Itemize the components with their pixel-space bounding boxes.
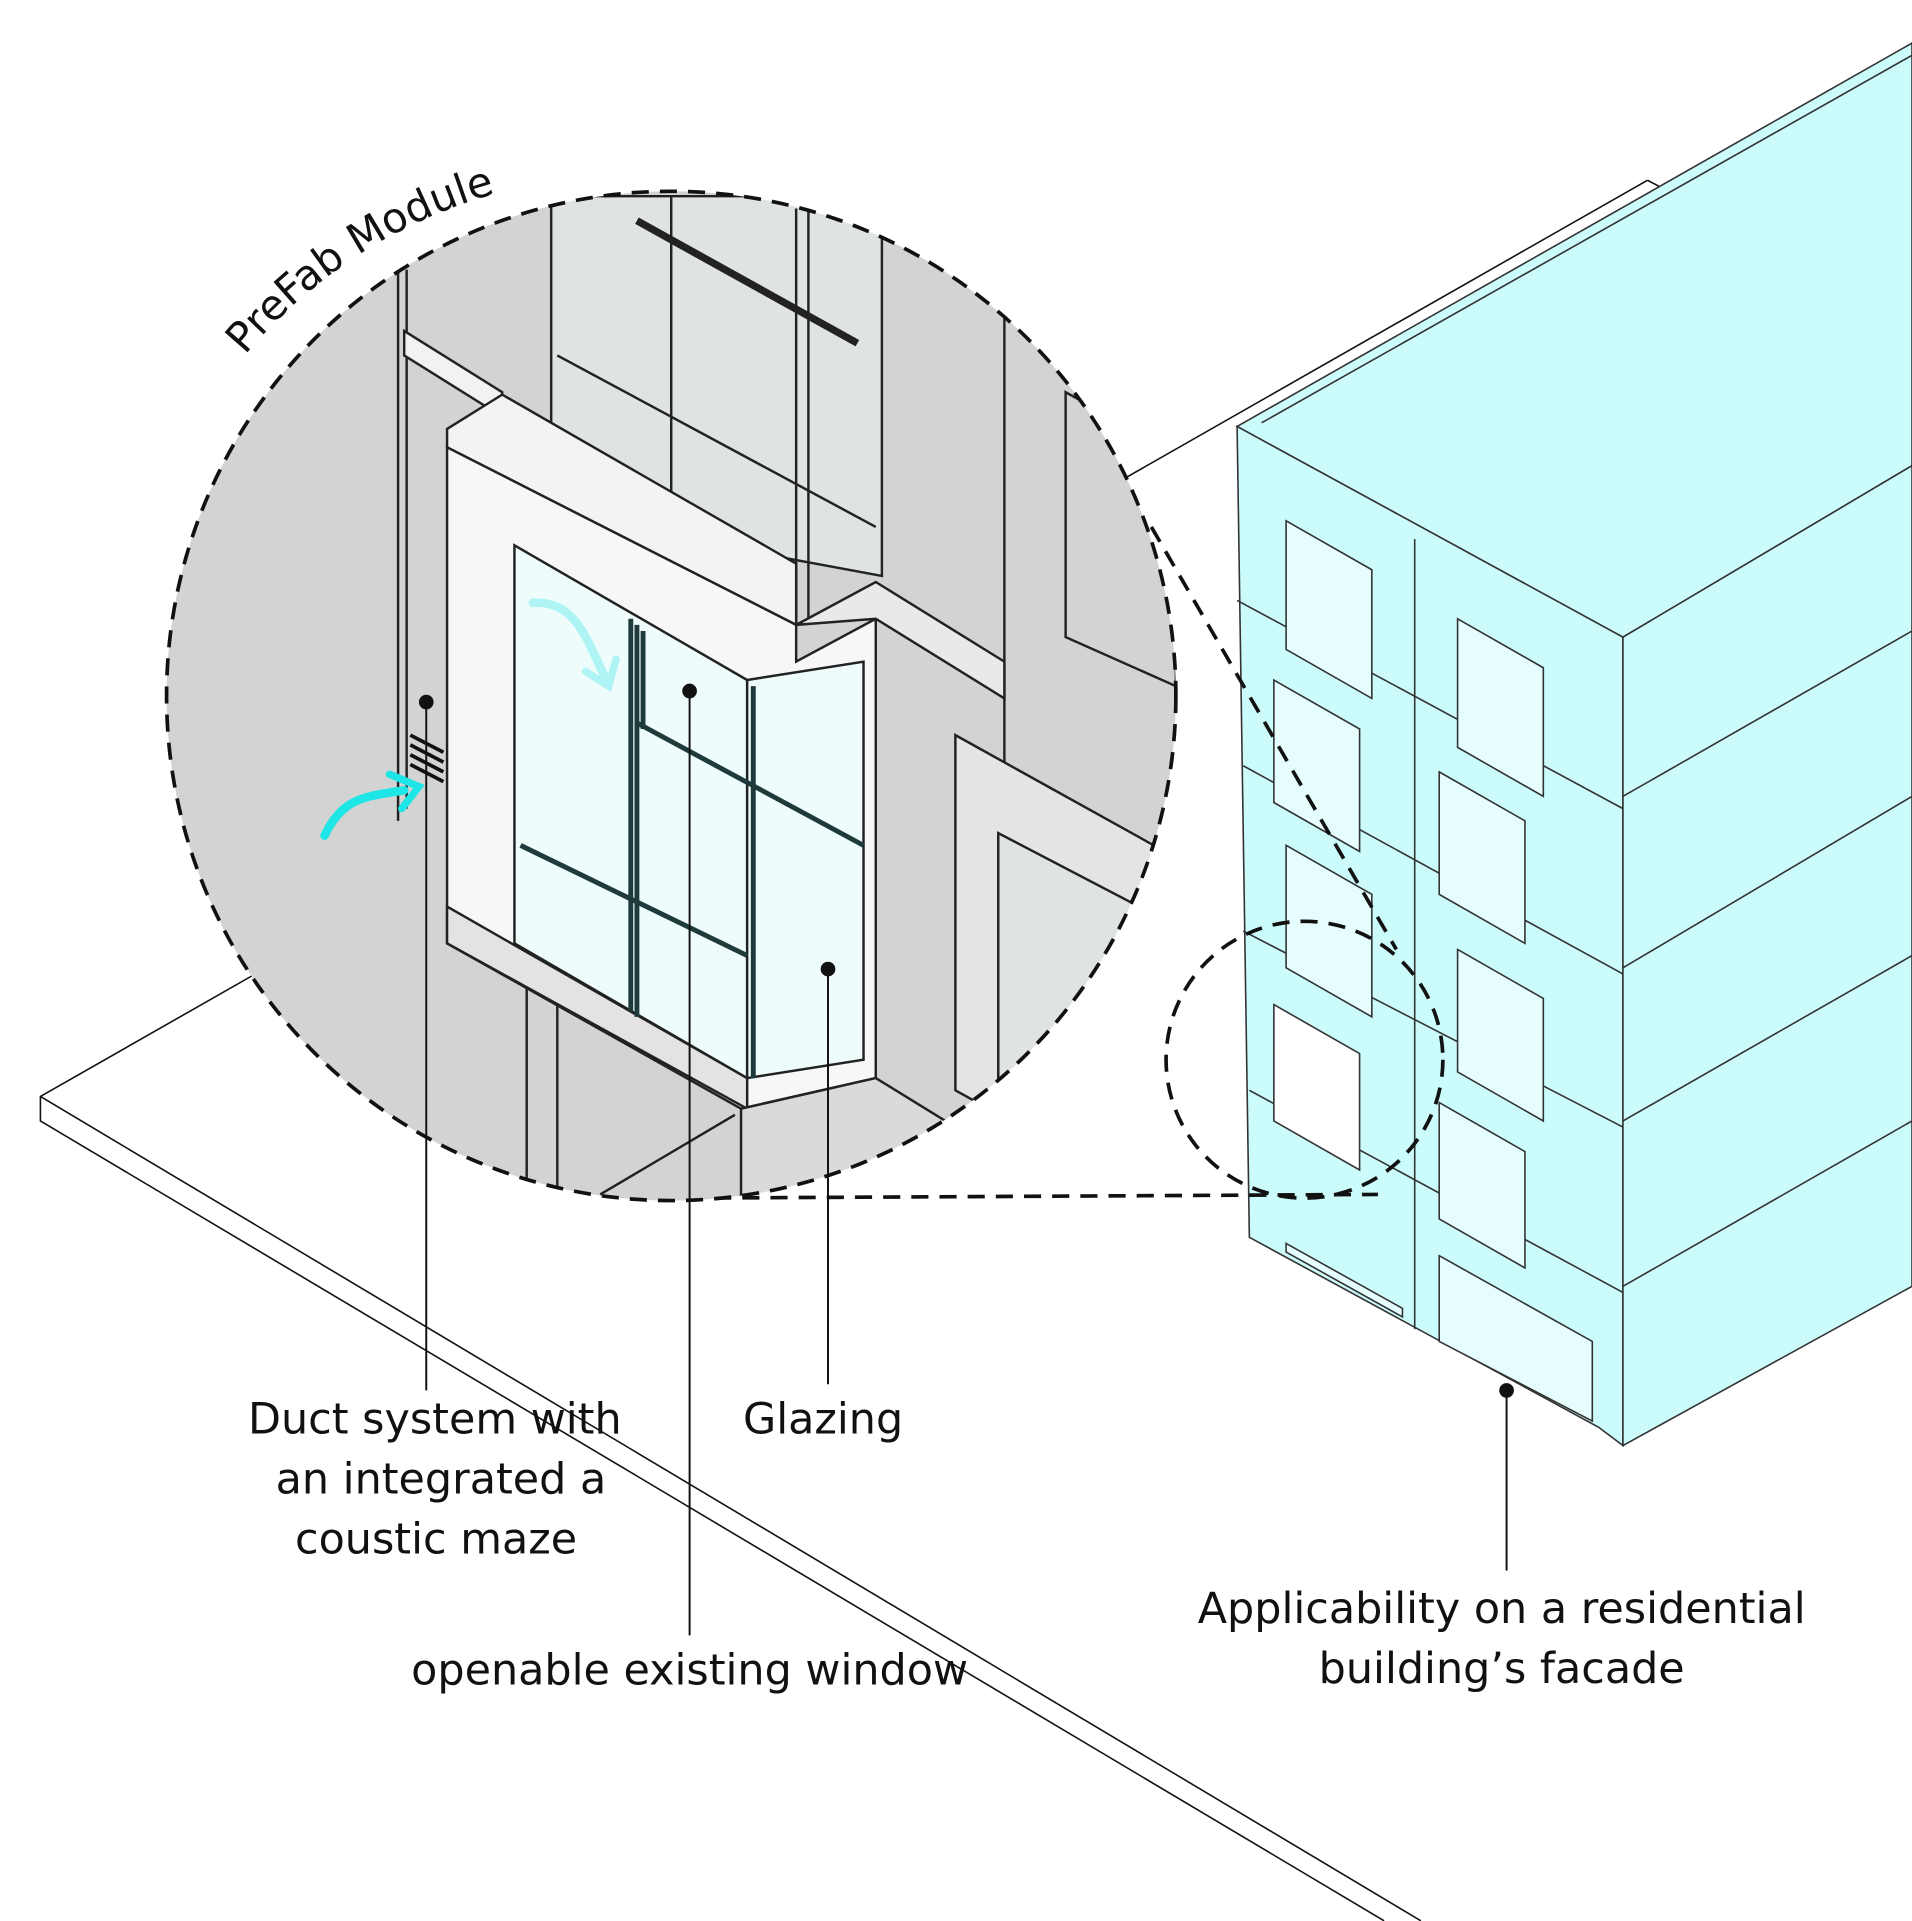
residential-building <box>1235 42 1912 1448</box>
callout-dots <box>418 683 1514 1398</box>
zoom-connector <box>685 525 1445 1200</box>
applicability-label-line2: building’s facade <box>1319 1644 1685 1694</box>
duct-label-line1: Duct system with <box>248 1394 622 1444</box>
duct-label-line2: an integrated a <box>276 1454 607 1504</box>
duct-label-line3: coustic maze <box>295 1514 577 1564</box>
module-detail <box>166 191 1176 1201</box>
applicability-label-line1: Applicability on a residential <box>1198 1584 1806 1634</box>
airflow-arrow-icon <box>320 598 620 840</box>
magnifier-circle <box>164 189 1178 1203</box>
glazing-label: Glazing <box>743 1394 903 1444</box>
window-label: openable existing window <box>411 1645 968 1695</box>
callout-lines <box>425 691 1508 1636</box>
